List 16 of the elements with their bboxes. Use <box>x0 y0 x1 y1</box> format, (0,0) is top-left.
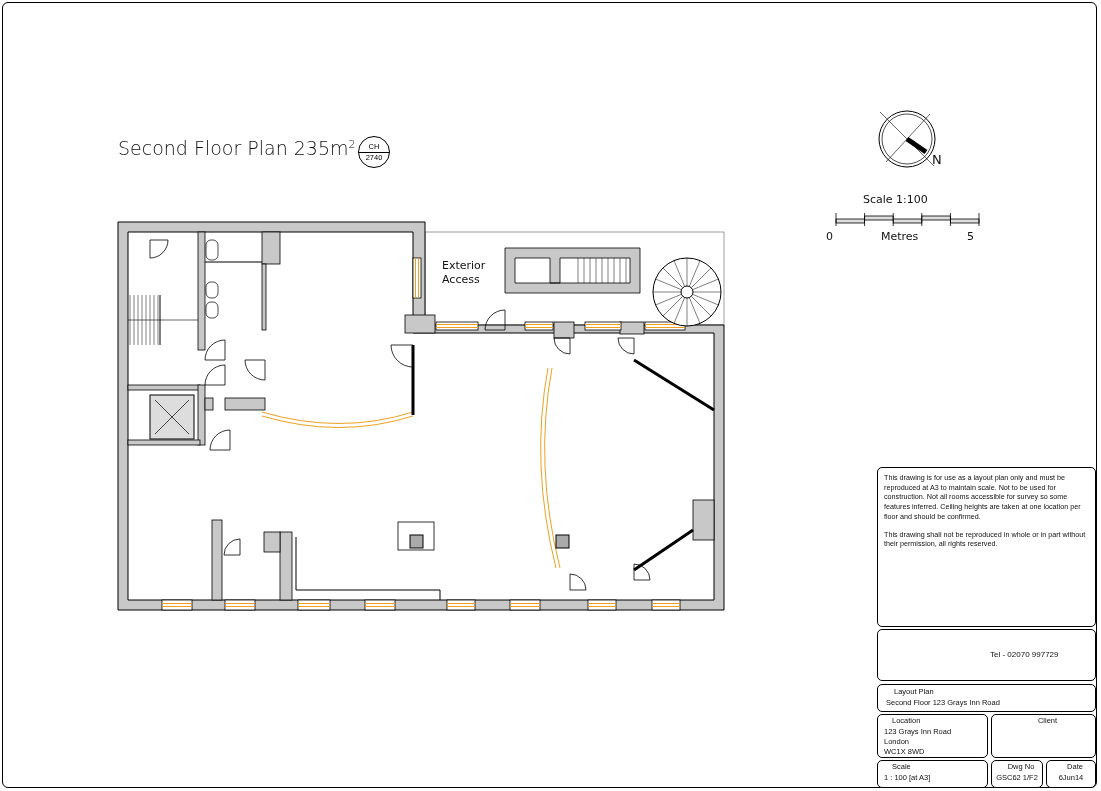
scale-label: Scale 1:100 <box>863 193 928 207</box>
title-block-cell <box>991 714 1096 758</box>
contact-text: Tel - 02070 997729 <box>990 649 1060 661</box>
plan-title: Second Floor Plan 235m$^{2}$ <box>118 137 356 159</box>
scale-unit-label: Metres <box>881 230 919 244</box>
title-block-cell <box>877 714 988 758</box>
scale-tick-label: 5 <box>967 230 974 244</box>
compass-label: N <box>932 152 942 169</box>
title-block-cell <box>877 760 988 788</box>
title-block-cell <box>877 684 1096 712</box>
area-label: Exterior Access <box>442 259 487 287</box>
scale-tick-label: 0 <box>826 230 833 244</box>
title-block-cell <box>1046 760 1096 788</box>
title-block-cell <box>991 760 1043 788</box>
title-block-cell <box>877 629 1096 681</box>
title-block-cell <box>877 467 1096 627</box>
